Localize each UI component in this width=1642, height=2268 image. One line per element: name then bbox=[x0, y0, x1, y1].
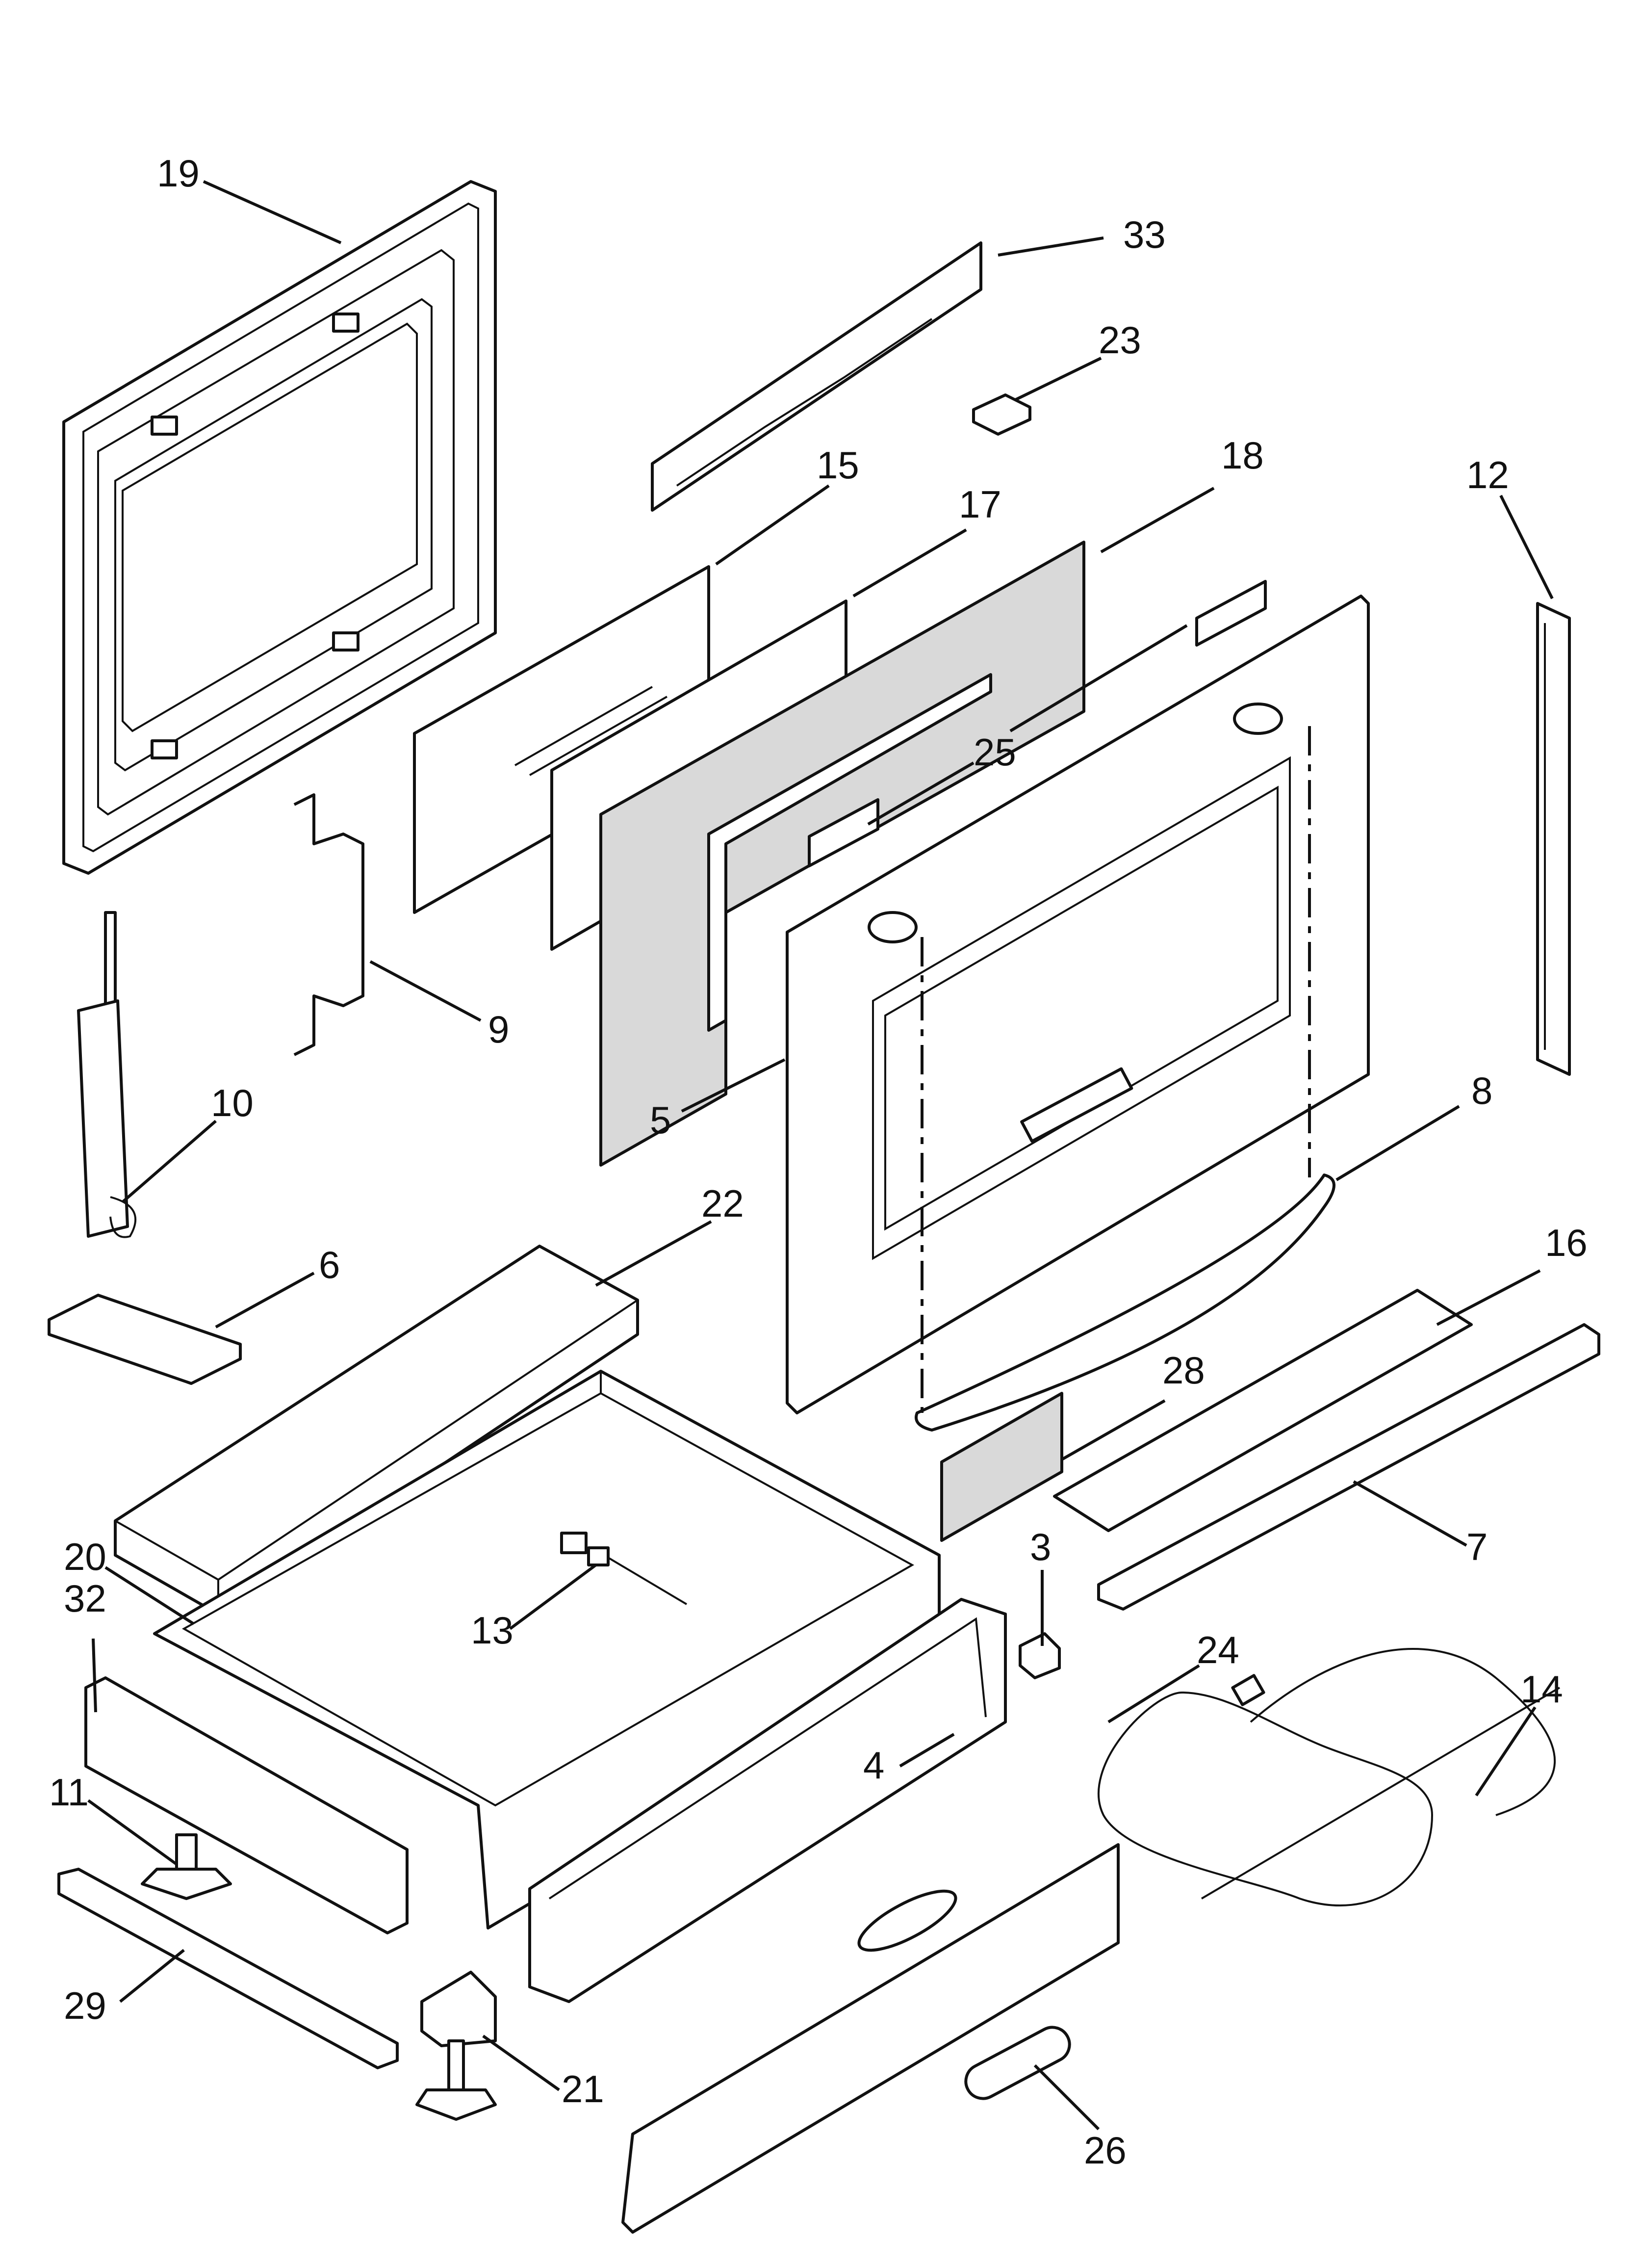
part-8-door-handle bbox=[915, 1173, 1335, 1432]
callout-23: 23 bbox=[1099, 318, 1141, 362]
part-13-sensor-probe bbox=[560, 1532, 688, 1605]
callout-19: 19 bbox=[157, 152, 200, 195]
callout-6: 6 bbox=[319, 1243, 340, 1286]
part-10-hinge-support bbox=[77, 911, 137, 1238]
part-26-drawer-handle bbox=[964, 2026, 1071, 2100]
leader-lines bbox=[87, 180, 1554, 2131]
callout-8: 8 bbox=[1471, 1069, 1492, 1112]
part-14-bake-element bbox=[1098, 1648, 1561, 1907]
callout-32: 32 bbox=[64, 1577, 106, 1620]
part-3-screw bbox=[1019, 1632, 1061, 1679]
callout-22: 22 bbox=[701, 1182, 744, 1225]
callouts: 19 33 23 15 17 18 12 25 9 10 5 8 22 6 16… bbox=[49, 152, 1588, 2172]
part-15-outer-glass bbox=[413, 565, 710, 914]
callout-15: 15 bbox=[817, 443, 859, 487]
assembly-guide-lines bbox=[921, 726, 1311, 1413]
part-18-door-insulation bbox=[599, 541, 1085, 1167]
part-16-bottom-shield bbox=[1053, 1289, 1473, 1532]
callout-18: 18 bbox=[1221, 434, 1264, 477]
part-32-drawer-rear-panel bbox=[84, 1676, 409, 1934]
part-9-door-hinge bbox=[293, 793, 364, 1056]
callout-16: 16 bbox=[1545, 1221, 1588, 1264]
callout-28: 28 bbox=[1162, 1349, 1205, 1392]
part-29-drawer-slide bbox=[57, 1868, 399, 2069]
callout-26: 26 bbox=[1084, 2129, 1127, 2172]
part-33-trim-strip bbox=[651, 241, 982, 512]
callout-25: 25 bbox=[974, 730, 1016, 774]
part-24-drawer-front bbox=[621, 1843, 1120, 2234]
callout-14: 14 bbox=[1520, 1668, 1563, 1711]
part-23-clip bbox=[972, 393, 1031, 436]
part-4-drawer-bracket bbox=[528, 1598, 1007, 2003]
callout-3: 3 bbox=[1030, 1525, 1051, 1568]
part-5-outer-door bbox=[786, 595, 1370, 1414]
part-7-bottom-rail bbox=[1097, 1323, 1600, 1611]
part-6-hinge-channel bbox=[48, 1294, 242, 1385]
part-12-side-bracket bbox=[1536, 602, 1571, 1076]
part-21-leveling-foot bbox=[415, 1971, 497, 2121]
callout-7: 7 bbox=[1466, 1525, 1488, 1568]
part-25-hinge-receptacle-bottom bbox=[808, 798, 879, 867]
callout-17: 17 bbox=[959, 483, 1001, 526]
callout-4: 4 bbox=[863, 1744, 884, 1787]
callout-10: 10 bbox=[211, 1081, 254, 1124]
callout-33: 33 bbox=[1123, 213, 1166, 256]
part-11-leveling-leg bbox=[141, 1833, 232, 1900]
callout-12: 12 bbox=[1466, 453, 1509, 496]
callout-13: 13 bbox=[471, 1609, 513, 1652]
part-19-inner-door-panel bbox=[62, 180, 497, 875]
part-25-hinge-receptacle-top bbox=[1195, 580, 1267, 647]
callout-5: 5 bbox=[650, 1098, 671, 1142]
callout-20: 20 bbox=[64, 1535, 106, 1578]
callout-11: 11 bbox=[49, 1771, 89, 1814]
part-22-drawer-top-tray bbox=[114, 1245, 639, 1616]
callout-29: 29 bbox=[64, 1984, 106, 2027]
part-28-pad bbox=[940, 1392, 1063, 1542]
callout-24: 24 bbox=[1197, 1628, 1239, 1671]
callout-21: 21 bbox=[562, 2067, 604, 2111]
callout-9: 9 bbox=[488, 1008, 509, 1051]
